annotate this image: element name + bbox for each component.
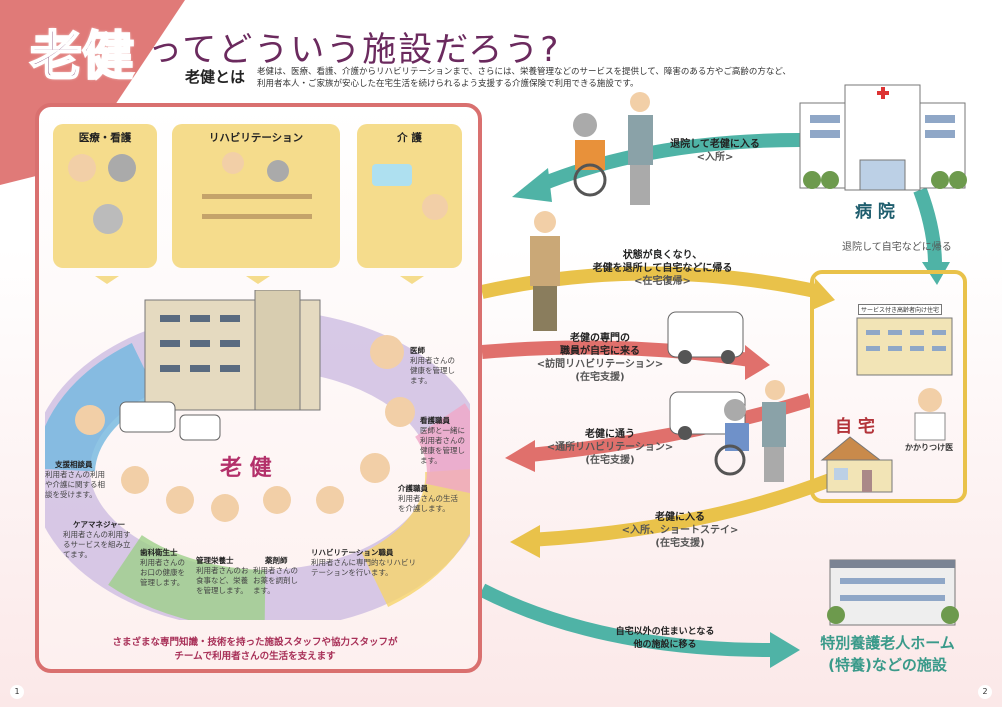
flow-move-facility: 自宅以外の住まいとなる他の施設に移る: [615, 627, 715, 650]
page-number-left: 1: [10, 685, 24, 699]
house: [820, 436, 893, 493]
service-title: リハビリテーション: [208, 132, 304, 144]
staff-dietitian: 管理栄養士利用者さんのお食事など、栄養を管理します。: [196, 556, 249, 595]
hospital-building: [799, 84, 967, 191]
arrow-return-home: [480, 266, 822, 299]
team-caption: さまざまな専門知識・技術を持った施設スタッフや協力スタッフがチームで利用者さんの…: [112, 637, 398, 662]
service-card-care: 介 護: [357, 124, 462, 284]
staff-support-counselor: 支援相談員利用者さんの利用や介護に関する相談を受けます。: [45, 460, 105, 499]
center-label: 老 健: [220, 456, 272, 481]
arrow-move-facility: [478, 583, 771, 657]
title-rest: ってどういう施設だろう?: [148, 30, 561, 70]
arrow-hospital-to-home: [913, 187, 942, 266]
arrow-short-stay: [529, 473, 833, 547]
page-number-right: 2: [978, 685, 992, 699]
service-card-medical: 医療・看護: [53, 124, 157, 284]
title-main: 老健: [29, 26, 135, 88]
hospital-label: 病 院: [855, 202, 895, 222]
staff-pharmacist: 薬剤師利用者さんのお薬を調剤します。: [253, 556, 298, 595]
staff-rehab-worker: リハビリテーション職員利用者さんに専門的なリハビリテーションを行います。: [311, 548, 416, 577]
service-title: 医療・看護: [78, 132, 132, 144]
staff-ring: [45, 290, 470, 620]
special-home-label: 特別養護老人ホーム(特養)などの施設: [820, 634, 955, 674]
staff-care-manager: ケアマネジャー利用者さんの利用するサービスを組み立てます。: [63, 520, 131, 559]
service-title: 介 護: [397, 132, 422, 144]
flow-day-rehab: 老健に通う<通所リハビリテーション>(在宅支援): [546, 429, 674, 466]
staff-care-worker: 介護職員利用者さんの生活を介護します。: [398, 484, 458, 513]
flow-hospital-to-roken: 退院して老健に入る<入所>: [670, 139, 760, 163]
wheelchair-figure-2: [714, 380, 786, 482]
home-area: [810, 270, 967, 503]
service-card-rehab: リハビリテーション: [172, 124, 340, 284]
flow-hospital-to-home: 退院して自宅などに帰る: [842, 242, 952, 253]
staff-dental-hygienist: 歯科衛生士利用者さんのお口の健康を管理します。: [140, 548, 185, 587]
arrow-hospital-to-roken: [537, 133, 801, 192]
staff-nurse: 看護職員医師と一緒に利用者さんの健康を管理します。: [420, 416, 465, 465]
elderly-walker: [530, 211, 560, 331]
serviced-housing-label: サービス付き高齢者向け住宅: [858, 304, 943, 315]
intro-heading: 老健とは: [185, 68, 246, 86]
family-doctor-label: かかりつけ医: [905, 443, 954, 452]
flow-short-stay: 老健に入る<入所、ショートステイ>(在宅支援): [621, 512, 739, 549]
intro-text: 老健は、医療、看護、介護からリハビリテーションまで、さらには、栄養管理などのサー…: [257, 67, 791, 89]
family-doctor: [914, 388, 946, 441]
serviced-housing-building: [856, 317, 953, 376]
home-label: 自 宅: [835, 417, 875, 437]
van-visit: [667, 311, 744, 364]
flow-return-home: 状態が良くなり、老健を退所して自宅などに帰る<在宅復帰>: [592, 250, 733, 287]
wheelchair-figure: [573, 92, 653, 205]
special-home-building: [827, 559, 959, 626]
staff-doctor: 医師利用者さんの健康を管理します。: [410, 346, 455, 385]
flow-visit-rehab: 老健の専門の職員が自宅に来る<訪問リハビリテーション>(在宅支援): [536, 333, 664, 383]
